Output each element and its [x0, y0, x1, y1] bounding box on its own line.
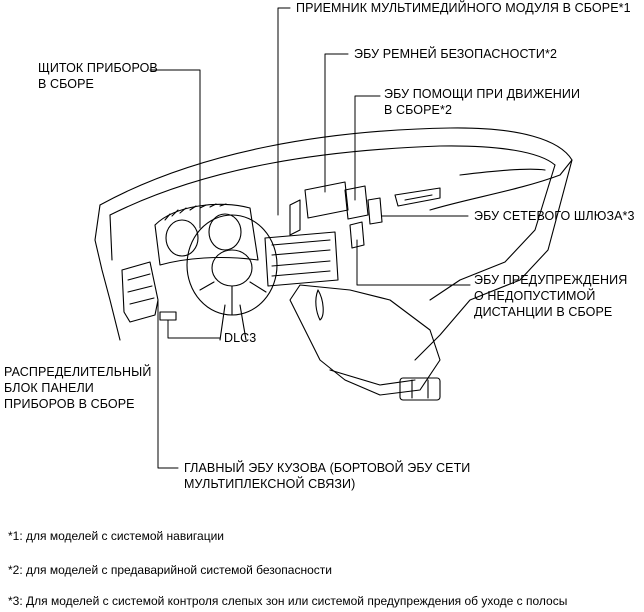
meter-hood [154, 203, 259, 266]
label-meter-line-1: ЩИТОК ПРИБОРОВ [38, 61, 158, 75]
label-meter-line-2: В СБОРЕ [38, 77, 94, 91]
label-body-ecu-line-1: ГЛАВНЫЙ ЭБУ КУЗОВА (БОРТОВОЙ ЭБУ СЕТИ [184, 461, 471, 475]
center-console [289, 284, 441, 396]
console-vent [399, 377, 441, 401]
label-seatbelt-ecu: ЭБУ РЕМНЕЙ БЕЗОПАСНОСТИ*2 [354, 47, 557, 61]
footnote-1: *1: для моделей с системой навигации [8, 529, 224, 543]
dashboard-lower-right [429, 164, 556, 301]
dashboard-illustration [94, 7, 573, 469]
gateway-ecu-box [367, 197, 383, 225]
label-combination-meter: ЩИТОК ПРИБОРОВ В СБОРЕ [38, 60, 158, 92]
label-main-body-ecu: ГЛАВНЫЙ ЭБУ КУЗОВА (БОРТОВОЙ ЭБУ СЕТИ МУ… [184, 460, 470, 492]
label-driving-support-ecu: ЭБУ ПОМОЩИ ПРИ ДВИЖЕНИИ В СБОРЕ*2 [384, 86, 580, 118]
dashboard-outline [99, 127, 573, 211]
leader-body-ecu [157, 364, 179, 469]
label-junction-line-1: РАСПРЕДЕЛИТЕЛЬНЫЙ [4, 365, 152, 379]
seatbelt-ecu-box [344, 185, 369, 220]
dashboard-left-side [94, 204, 121, 341]
label-junction-block: РАСПРЕДЕЛИТЕЛЬНЫЙ БЛОК ПАНЕЛИ ПРИБОРОВ В… [4, 364, 151, 412]
meter-gauge-left [165, 219, 199, 257]
meter-gauge-right [208, 213, 242, 251]
label-driving-support-line-1: ЭБУ ПОМОЩИ ПРИ ДВИЖЕНИИ [384, 87, 581, 101]
center-stack [264, 231, 339, 287]
shift-lever [315, 289, 324, 321]
leader-driving-support [354, 95, 381, 201]
label-distance-line-1: ЭБУ ПРЕДУПРЕЖДЕНИЯ [474, 273, 628, 287]
label-body-ecu-line-2: МУЛЬТИПЛЕКСНОЙ СВЯЗИ) [184, 477, 356, 491]
label-distance-line-3: ДИСТАНЦИИ В СБОРЕ [474, 305, 613, 319]
label-distance-warning-ecu: ЭБУ ПРЕДУПРЕЖДЕНИЯ О НЕДОПУСТИМОЙ ДИСТАН… [474, 272, 627, 320]
label-distance-line-2: О НЕДОПУСТИМОЙ [474, 289, 596, 303]
label-network-gateway-ecu: ЭБУ СЕТЕВОГО ШЛЮЗА*3 [474, 209, 635, 223]
leader-dlc3 [167, 319, 221, 339]
leader-seatbelt [324, 53, 349, 193]
display-housing [304, 181, 349, 219]
steering-hub [211, 249, 253, 287]
multimedia-box [289, 199, 301, 236]
footnote-2: *2: для моделей с предаварийной системой… [8, 563, 332, 577]
leader-meter [149, 69, 201, 229]
right-panel-curve [459, 168, 546, 176]
steering-column [219, 304, 247, 341]
dashboard-top-edge [109, 145, 556, 216]
dashboard-right-side [414, 159, 573, 361]
right-vent [394, 187, 441, 207]
leader-multimedia [277, 7, 291, 216]
label-junction-line-2: БЛОК ПАНЕЛИ [4, 381, 94, 395]
distance-ecu-box [349, 221, 365, 249]
footnote-3: *3: Для моделей с системой контроля слеп… [8, 594, 568, 608]
leader-distance [356, 239, 471, 286]
label-junction-line-3: ПРИБОРОВ В СБОРЕ [4, 397, 135, 411]
label-dlc3: DLC3 [224, 331, 257, 345]
dlc3-connector [159, 311, 177, 321]
junction-block-box [121, 261, 159, 323]
label-driving-support-line-2: В СБОРЕ*2 [384, 103, 453, 117]
label-multimedia-receiver: ПРИЕМНИК МУЛЬТИМЕДИЙНОГО МОДУЛЯ В СБОРЕ*… [296, 1, 631, 15]
